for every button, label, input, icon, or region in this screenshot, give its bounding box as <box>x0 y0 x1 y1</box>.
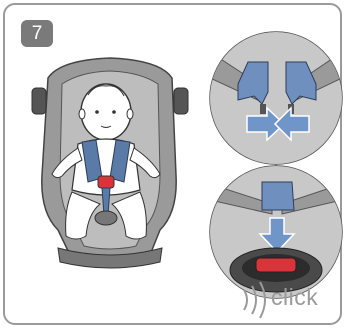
seat-left-wing <box>32 88 46 114</box>
child-head <box>81 84 131 140</box>
seat-right-wing <box>174 88 188 114</box>
harness-buckle-parts-icon <box>210 32 342 164</box>
harness-buckle <box>98 176 114 188</box>
car-seat-with-child-icon <box>32 58 188 268</box>
click-label: click <box>271 284 318 311</box>
buckle-red-button <box>256 258 296 272</box>
